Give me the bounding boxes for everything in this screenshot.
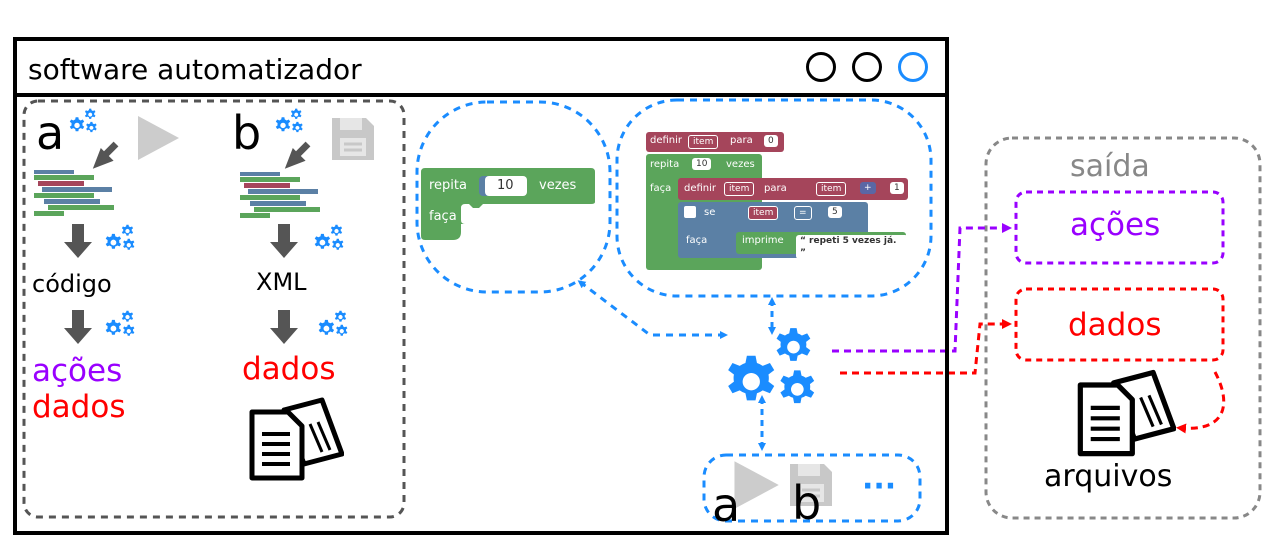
line1-var[interactable]: item <box>688 135 719 149</box>
line5-w1: imprime <box>742 235 784 246</box>
arrow-down-icon <box>264 222 304 262</box>
left-panel-frame <box>22 99 406 519</box>
times-label: vezes <box>539 178 577 193</box>
window-button-1[interactable] <box>806 52 836 82</box>
line2-count[interactable]: 10 <box>692 158 712 170</box>
output-data-box <box>1014 287 1225 362</box>
line3-value[interactable]: 1 <box>890 182 904 194</box>
line5-text[interactable]: “ repeti 5 vezes já. ” <box>796 235 908 259</box>
document-icon <box>1072 364 1176 458</box>
column-a-data-label: dados <box>32 389 126 425</box>
more-actions[interactable]: ··· <box>862 469 897 504</box>
program-block-stack[interactable]: definir item para 0 repita 10 vezes faça… <box>646 132 908 270</box>
column-b-data-label: dados <box>242 351 336 387</box>
play-icon[interactable] <box>132 113 182 163</box>
arrow-data-to-files <box>1176 371 1226 434</box>
window-title: software automatizador <box>28 53 362 86</box>
line1-w0: definir <box>650 135 683 146</box>
window-button-2[interactable] <box>852 52 882 82</box>
engine-gears-icon <box>722 326 838 422</box>
column-b-letter: b <box>232 106 262 160</box>
arrow-to-output-data <box>840 319 1012 375</box>
column-a-code-label: código <box>32 270 112 298</box>
line3-var2[interactable]: item <box>816 182 847 196</box>
repeat-label: repita <box>429 178 467 193</box>
action-a-letter: a <box>712 478 741 532</box>
line4-w0: se <box>704 207 716 218</box>
output-actions-label: ações <box>1070 207 1161 243</box>
column-b-xml-label: XML <box>256 268 307 296</box>
arrow-down-icon <box>88 140 120 172</box>
line3-w1: definir <box>684 183 717 194</box>
arrow-down-icon <box>280 140 312 172</box>
output-panel-frame <box>984 136 1262 520</box>
line3-op[interactable]: + <box>860 182 876 194</box>
arrow-down-icon <box>264 308 304 348</box>
repeat-count-field[interactable]: 10 <box>485 176 527 196</box>
big-block-region <box>615 98 933 298</box>
repeat-block-shape <box>421 168 595 240</box>
action-b-letter: b <box>792 476 822 530</box>
output-data-label: dados <box>1068 307 1162 343</box>
program-thumbnail-b <box>240 172 320 222</box>
line3-w3: para <box>764 183 787 194</box>
line4-var[interactable]: item <box>748 206 779 220</box>
small-block-region <box>415 100 612 294</box>
window-button-3[interactable] <box>898 52 928 82</box>
gears-icon <box>103 224 143 256</box>
gears-icon <box>68 108 104 138</box>
arrow-down-icon <box>58 308 98 348</box>
gears-icon <box>274 108 310 138</box>
document-icon <box>244 392 344 482</box>
repeat-block[interactable]: repita 10 vezes faça <box>421 168 595 240</box>
gears-icon <box>316 310 356 342</box>
line4-value[interactable]: 5 <box>828 206 842 218</box>
arrow-gear-to-small-block <box>577 280 728 339</box>
gears-icon <box>103 310 143 342</box>
titlebar-divider <box>17 93 945 97</box>
arrow-to-output-actions <box>832 223 1012 353</box>
program-thumbnail-a <box>34 170 114 220</box>
output-actions-box <box>1014 190 1225 265</box>
arrow-down-icon <box>58 222 98 262</box>
line2-w2: vezes <box>726 159 755 170</box>
gears-icon <box>312 224 352 256</box>
column-a-letter: a <box>36 106 65 160</box>
gear-icon[interactable] <box>684 206 696 218</box>
save-icon[interactable] <box>328 114 378 164</box>
column-a-actions-label: ações <box>32 353 123 389</box>
output-title: saída <box>1070 149 1150 184</box>
line1-w2: para <box>730 135 753 146</box>
line4-op[interactable]: = <box>794 206 812 220</box>
line2-w0: repita <box>650 159 680 170</box>
main-window <box>13 37 949 535</box>
output-files-label: arquivos <box>1044 459 1173 494</box>
line1-value[interactable]: 0 <box>764 135 778 147</box>
do-label: faça <box>429 209 457 224</box>
repeat-count: 10 <box>497 178 514 193</box>
line3-w0: faça <box>650 183 672 194</box>
line3-var[interactable]: item <box>724 182 755 196</box>
line5-w0: faça <box>686 235 708 246</box>
